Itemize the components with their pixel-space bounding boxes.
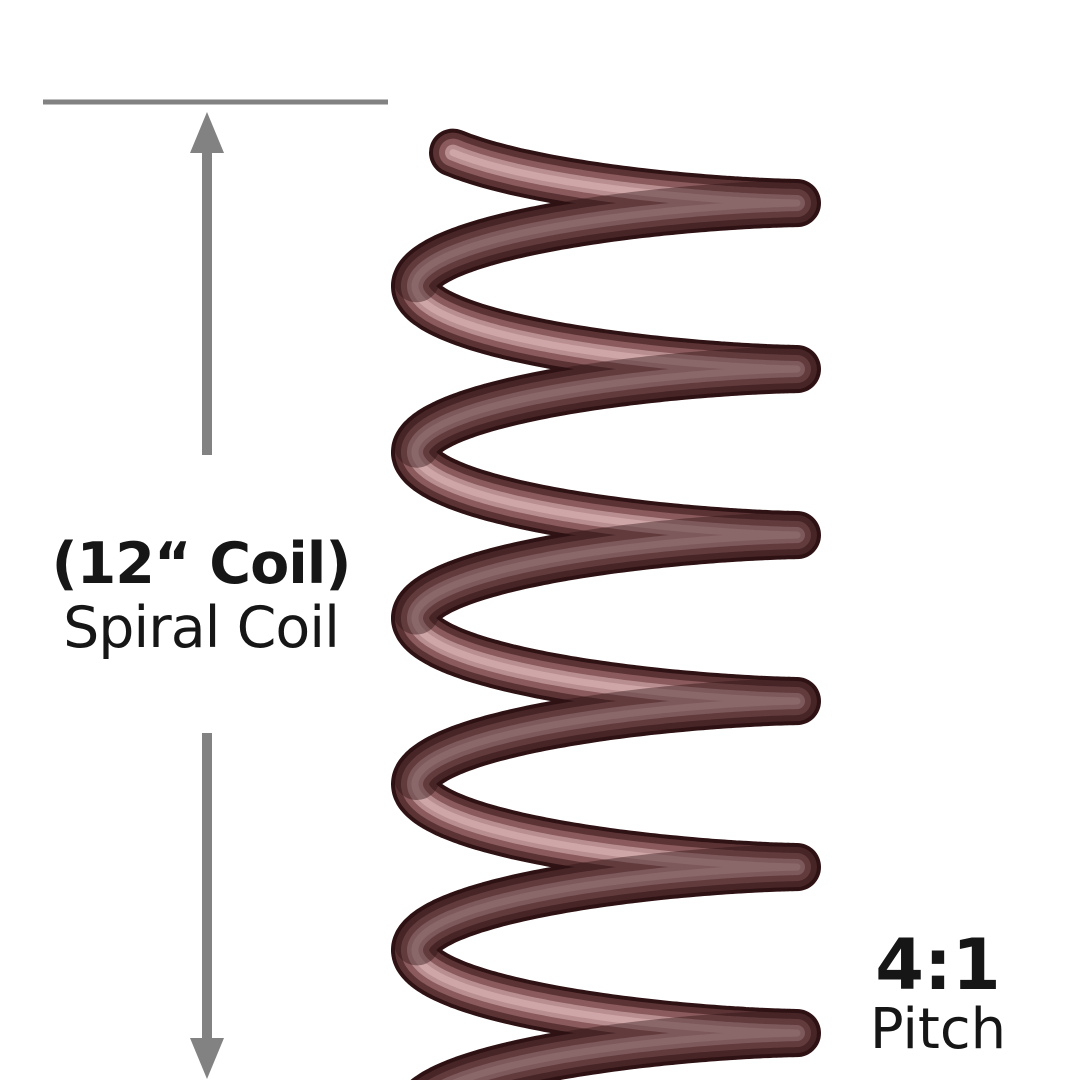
coil-name-text: Spiral Coil — [63, 595, 340, 661]
spiral-coil-render — [391, 128, 821, 1080]
coil-size-text: (12“ Coil) — [51, 531, 352, 597]
coil-back-shade — [393, 180, 819, 1080]
dimension-arrow-up-head — [190, 112, 224, 153]
dimension-arrow-down — [190, 733, 224, 1079]
pitch-ratio-text: 4:1 — [875, 924, 1001, 1006]
dimension-arrow-up-shaft — [202, 148, 212, 455]
dimension-arrow-down-head — [190, 1038, 224, 1079]
pitch-annotation: 4:1 Pitch — [838, 930, 1038, 1060]
coil-tube-layer — [407, 144, 805, 1080]
coil-tube-layer — [395, 132, 817, 1080]
coil-dimension-label: (12“ Coil) Spiral Coil — [0, 532, 402, 660]
coil-tube-layer — [411, 149, 801, 1080]
pitch-word-text: Pitch — [869, 997, 1007, 1062]
dimension-arrow-up — [190, 112, 224, 455]
coil-tube-layer — [391, 128, 821, 1080]
dimension-arrow-down-shaft — [202, 733, 212, 1043]
coil-tube-layer — [401, 138, 811, 1080]
